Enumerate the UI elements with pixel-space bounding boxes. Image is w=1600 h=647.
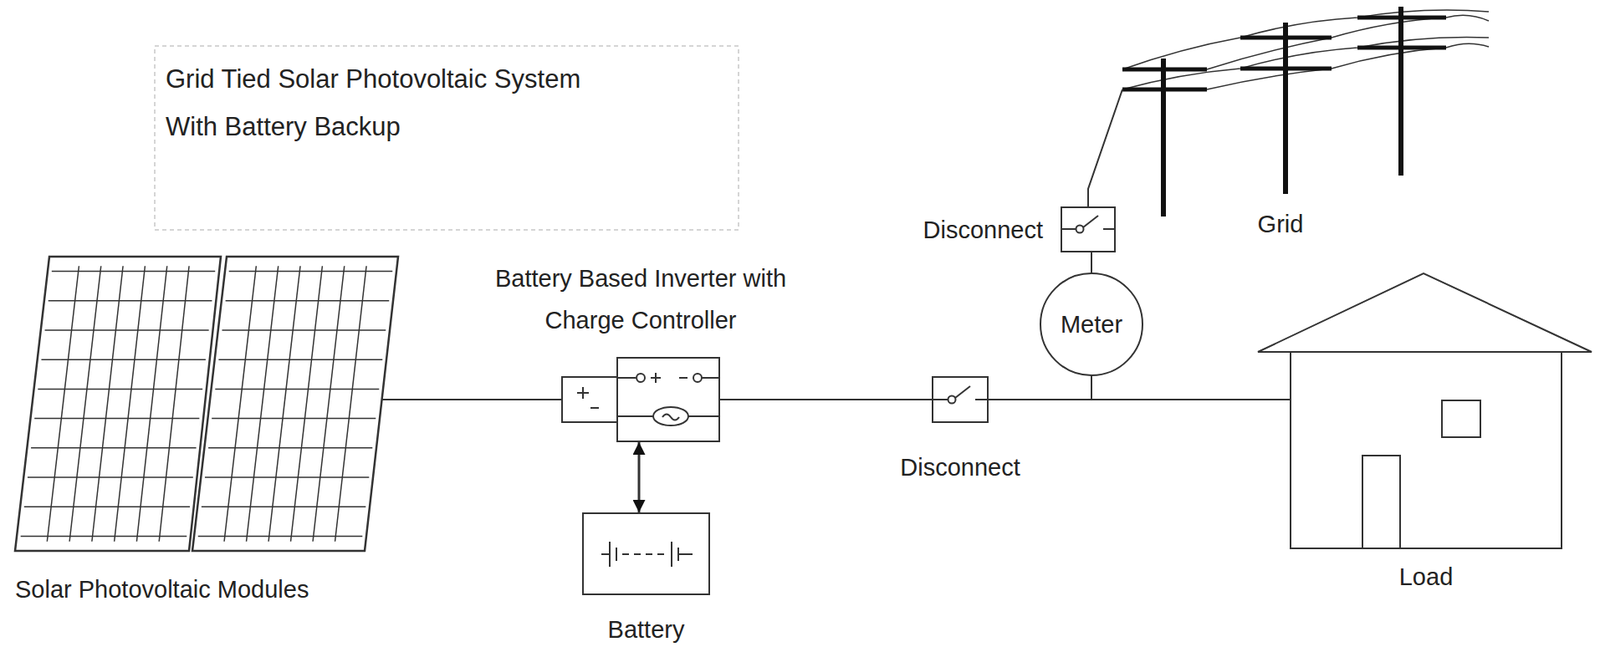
- panel-grid: [225, 300, 390, 302]
- panel-grid: [30, 447, 197, 450]
- node-label: Disconnect: [899, 452, 1020, 483]
- node-label: Grid: [1257, 209, 1304, 240]
- panel-grid: [48, 300, 213, 302]
- diagram-node: Battery: [582, 513, 710, 595]
- panel-frame: [192, 256, 399, 552]
- panel-grid: [34, 418, 200, 420]
- diagram-node: Grid: [1122, 6, 1498, 213]
- panel-grid: [335, 265, 368, 542]
- disconnect-switch: [1061, 207, 1115, 252]
- node-label: Battery Based Inverter with Charge Contr…: [481, 257, 800, 342]
- panel-grid: [51, 270, 215, 273]
- panel-grid: [198, 536, 363, 538]
- panel-grid: [20, 536, 188, 538]
- panel-grid: [37, 388, 203, 391]
- wire-connector: [382, 398, 563, 401]
- diagram-node: Meter: [1040, 273, 1143, 376]
- utility-poles: [1122, 6, 1489, 217]
- inverter-symbol: [562, 357, 720, 442]
- panel-grid: [24, 506, 190, 508]
- panel-grid: [158, 265, 190, 542]
- wire-connector: [638, 442, 641, 513]
- panel-grid: [214, 388, 379, 391]
- wire-connector: [1090, 251, 1093, 274]
- diagram-node: Solar Photovoltaic Modules: [15, 256, 383, 552]
- battery-symbol: [582, 513, 710, 595]
- panel-grid: [208, 447, 373, 450]
- diagram-title: Grid Tied Solar Photovoltaic System With…: [165, 55, 601, 151]
- diagram-node: Disconnect: [932, 377, 988, 423]
- node-label: Disconnect: [923, 214, 1043, 246]
- panel-frame: [15, 256, 221, 552]
- node-label: Meter: [1060, 309, 1123, 340]
- node-label: Solar Photovoltaic Modules: [15, 574, 309, 605]
- diagram-node: Disconnect: [1061, 207, 1115, 252]
- meter-circle: [1040, 273, 1143, 376]
- panel-grid: [114, 265, 146, 542]
- panel-grid: [45, 329, 210, 332]
- disconnect-switch: [932, 377, 988, 423]
- title-frame: [154, 46, 739, 231]
- panel-grid: [27, 476, 194, 479]
- panel-grid: [201, 506, 366, 508]
- wire-connector: [719, 398, 933, 401]
- panel-grid: [221, 329, 386, 332]
- panel-grid: [229, 270, 394, 273]
- solar-panels: [15, 256, 399, 552]
- node-label: Battery: [608, 614, 685, 645]
- panel-grid: [40, 358, 205, 361]
- panel-grid: [218, 358, 383, 361]
- panel-grid: [204, 476, 369, 479]
- panel-grid: [136, 265, 167, 542]
- diagram-node: Battery Based Inverter with Charge Contr…: [562, 357, 720, 442]
- node-label: Load: [1399, 562, 1454, 593]
- diagram-node: Load: [1290, 352, 1562, 549]
- house: [1257, 273, 1592, 549]
- wire-connector: [1091, 375, 1291, 400]
- panel-grid: [211, 418, 376, 420]
- wire-connector: [1088, 89, 1123, 208]
